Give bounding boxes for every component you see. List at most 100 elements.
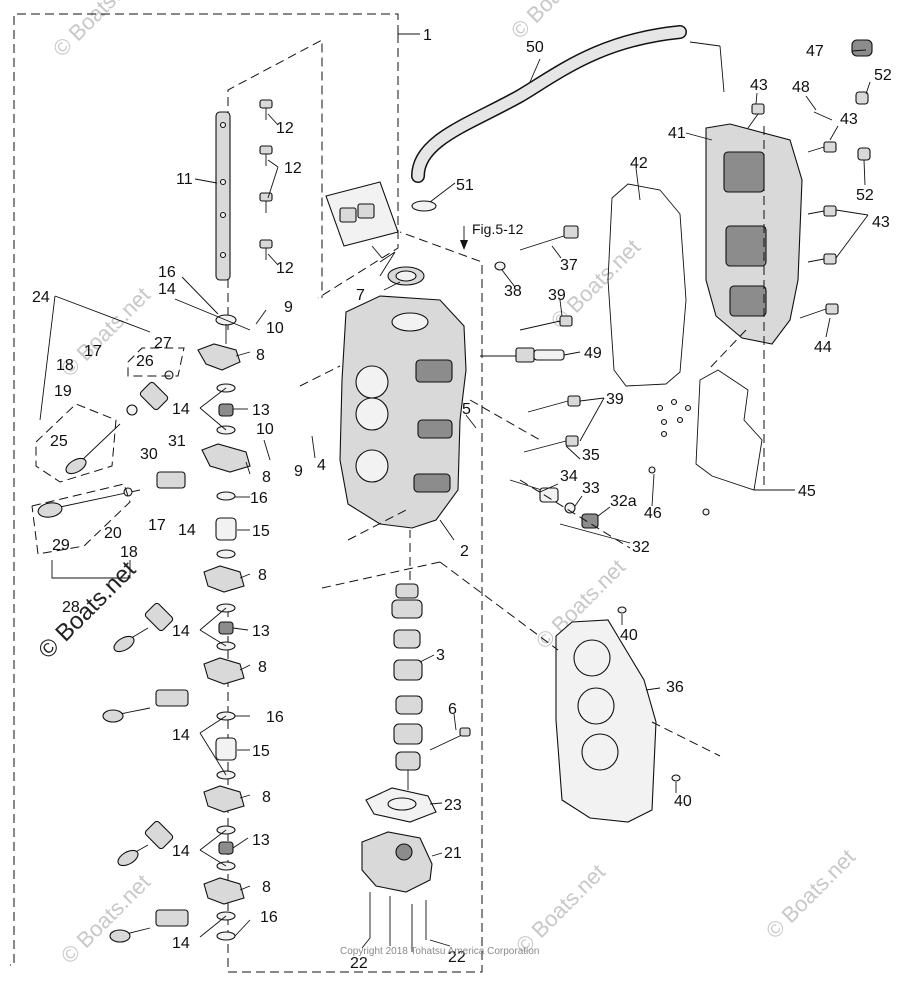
callout-8-d: 8 xyxy=(258,659,267,676)
callout-52-b: 52 xyxy=(856,187,874,204)
callout-2: 2 xyxy=(460,543,469,560)
cylinder-head xyxy=(339,295,467,529)
callout-35: 35 xyxy=(582,447,600,464)
spark-plug xyxy=(480,347,565,363)
callout-11: 11 xyxy=(176,171,193,188)
callout-14-c: 14 xyxy=(178,522,196,539)
watermark-top-left: © Boats.net xyxy=(48,0,147,62)
callout-39-b: 39 xyxy=(606,391,624,408)
cover-bolts xyxy=(747,103,839,319)
bolt-37 xyxy=(494,225,579,271)
callout-14-d: 14 xyxy=(172,623,190,640)
bolt-6 xyxy=(429,727,471,751)
callout-18-b: 18 xyxy=(120,544,138,561)
callout-34: 34 xyxy=(560,468,578,485)
callout-15-a: 15 xyxy=(252,523,270,540)
pump-assembly xyxy=(361,787,437,952)
callout-42: 42 xyxy=(630,155,648,172)
callout-50: 50 xyxy=(526,39,544,56)
callout-12-a: 12 xyxy=(276,120,294,137)
callout-9-b: 9 xyxy=(294,463,303,480)
callout-27: 27 xyxy=(154,335,172,352)
callout-30: 30 xyxy=(140,446,158,463)
valves-and-springs xyxy=(37,370,189,943)
dowel-pins xyxy=(617,606,681,782)
leader-lines xyxy=(39,41,871,949)
callout-1: 1 xyxy=(423,27,432,44)
callout-20: 20 xyxy=(104,525,122,542)
callout-14-g: 14 xyxy=(172,935,190,952)
callout-22-b: 22 xyxy=(448,949,466,966)
callout-38: 38 xyxy=(504,283,522,300)
callout-10-a: 10 xyxy=(266,320,284,337)
callout-40-a: 40 xyxy=(620,627,638,644)
callout-26: 26 xyxy=(136,353,154,370)
callout-8-e: 8 xyxy=(262,789,271,806)
callout-52-a: 52 xyxy=(874,67,892,84)
watermark-bottom-center: © Boats.net xyxy=(511,859,610,958)
callout-28: 28 xyxy=(62,599,80,616)
callout-5: 5 xyxy=(462,401,471,418)
group-brackets xyxy=(31,347,185,579)
callout-labels: 1 2 3 4 5 6 7 8 8 8 8 8 8 9 9 10 10 11 1… xyxy=(32,27,892,972)
callout-16-d: 16 xyxy=(260,909,278,926)
watermark-top-center: © Boats.net xyxy=(506,0,605,44)
callout-49: 49 xyxy=(584,345,602,362)
cover-plate xyxy=(648,369,763,516)
watermark-bottom-left: © Boats.net xyxy=(56,869,155,968)
callout-25: 25 xyxy=(50,433,68,450)
callout-17-a: 17 xyxy=(84,343,102,360)
callout-40-b: 40 xyxy=(674,793,692,810)
callout-7: 7 xyxy=(356,287,365,304)
callout-31: 31 xyxy=(168,433,186,450)
oil-seal-and-reference xyxy=(325,181,468,286)
callout-45: 45 xyxy=(798,483,816,500)
callout-8-c: 8 xyxy=(258,567,267,584)
callout-8-a: 8 xyxy=(256,347,265,364)
callout-4: 4 xyxy=(317,457,326,474)
callout-51: 51 xyxy=(456,177,474,194)
callout-8-b: 8 xyxy=(262,469,271,486)
callout-14-a: 14 xyxy=(158,281,176,298)
callout-12-b: 12 xyxy=(284,160,302,177)
callout-19: 19 xyxy=(54,383,72,400)
copyright-notice: Copyright 2018 Tohatsu America Corporati… xyxy=(340,946,539,957)
callout-16-b: 16 xyxy=(250,490,268,507)
callout-44: 44 xyxy=(814,339,832,356)
callout-8-f: 8 xyxy=(262,879,271,896)
callout-23: 23 xyxy=(444,797,462,814)
head-gasket xyxy=(555,619,657,823)
callout-14-b: 14 xyxy=(172,401,190,418)
callout-22-a: 22 xyxy=(350,955,368,972)
callout-3: 3 xyxy=(436,647,445,664)
callout-14-e: 14 xyxy=(172,727,190,744)
callout-16-c: 16 xyxy=(266,709,284,726)
callout-32: 32 xyxy=(632,539,650,556)
callout-18-a: 18 xyxy=(56,357,74,374)
callout-6: 6 xyxy=(448,701,457,718)
reference-fig-5-12: Fig.5-12 xyxy=(472,221,524,237)
cylinder-head-cover xyxy=(705,123,803,345)
callout-46: 46 xyxy=(644,505,662,522)
callout-21: 21 xyxy=(444,845,462,862)
callout-32a: 32a xyxy=(610,493,637,510)
shaft-bolts xyxy=(259,99,273,260)
callout-14-f: 14 xyxy=(172,843,190,860)
callout-15-b: 15 xyxy=(252,743,270,760)
breather-hose xyxy=(411,25,687,183)
camshaft xyxy=(391,583,423,790)
callout-13-a: 13 xyxy=(252,402,270,419)
callout-43-a: 43 xyxy=(750,77,768,94)
callout-24: 24 xyxy=(32,289,50,306)
alignment-lines xyxy=(299,126,765,757)
callout-9-a: 9 xyxy=(284,299,293,316)
callout-43-b: 43 xyxy=(840,111,858,128)
callout-36: 36 xyxy=(666,679,684,696)
side-bolts xyxy=(509,315,599,529)
callout-12-c: 12 xyxy=(276,260,294,277)
callout-43-c: 43 xyxy=(872,214,890,231)
callout-39-a: 39 xyxy=(548,287,566,304)
callout-29: 29 xyxy=(52,537,70,554)
cover-gasket xyxy=(607,183,687,387)
